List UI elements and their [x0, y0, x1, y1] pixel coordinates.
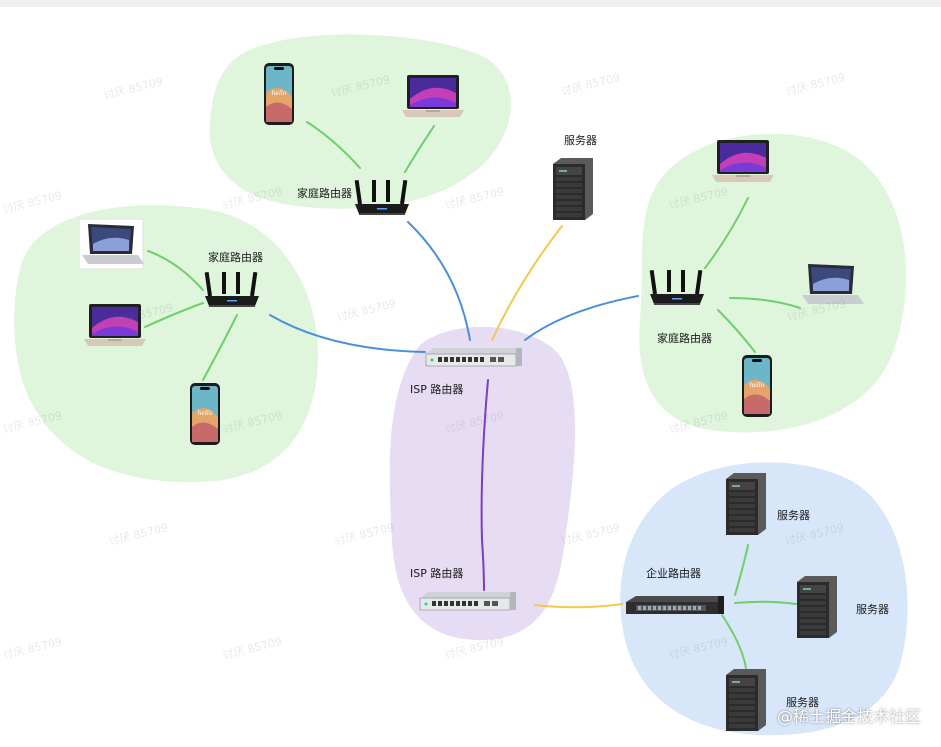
isp-router-icon — [419, 591, 517, 611]
server-label-3: 服务器 — [786, 696, 819, 709]
link-switch-server2 — [734, 600, 797, 605]
home-router-label-top: 家庭路由器 — [297, 187, 352, 200]
server-icon — [797, 576, 837, 638]
server-label-1: 服务器 — [777, 509, 810, 522]
link-laptop-router-right — [704, 197, 749, 269]
link-phone-router-left — [202, 314, 238, 381]
link-phone-router-right — [717, 309, 756, 353]
phone-icon — [742, 355, 772, 417]
backbone-isp-isp — [480, 379, 489, 591]
server-label-top: 服务器 — [564, 134, 597, 147]
uplink-left-router — [269, 314, 426, 353]
isp-router-label-lower: ISP 路由器 — [410, 567, 464, 580]
link-switch-server3 — [721, 614, 747, 669]
link-laptop-router-top — [404, 125, 435, 173]
isp-router-icon — [425, 347, 523, 367]
link-phone-router-top — [306, 121, 361, 169]
server-icon — [726, 669, 766, 731]
server-label-2: 服务器 — [856, 603, 889, 616]
link-switch-server1 — [734, 544, 749, 596]
server-icon — [553, 158, 593, 220]
link-laptop2-router-left — [144, 302, 204, 328]
laptop-icon — [712, 140, 774, 182]
home-zone-top — [209, 34, 511, 209]
home-zone-right — [639, 133, 907, 433]
top-bar — [0, 0, 941, 7]
laptop-icon — [402, 75, 464, 117]
enterprise-switch-icon — [626, 596, 724, 614]
isp-router-label-upper: ISP 路由器 — [410, 383, 464, 396]
phone-icon — [264, 63, 294, 125]
link-laptop1-router-left — [147, 250, 204, 291]
link-server-isp — [491, 225, 563, 341]
uplink-top-router — [407, 221, 471, 341]
home-zone-left — [14, 205, 319, 483]
home-router-label-left: 家庭路由器 — [208, 251, 263, 264]
enterprise-router-label: 企业路由器 — [646, 567, 701, 580]
link-laptop2-router-right — [729, 297, 801, 309]
uplink-right-router — [524, 295, 639, 341]
link-isp-enterprise — [534, 603, 623, 609]
enterprise-zone — [620, 462, 908, 736]
home-router-label-right: 家庭路由器 — [657, 332, 712, 345]
brand-watermark: @稀土掘金技术社区 — [776, 707, 921, 726]
phone-icon — [190, 383, 220, 445]
server-icon — [726, 473, 766, 535]
